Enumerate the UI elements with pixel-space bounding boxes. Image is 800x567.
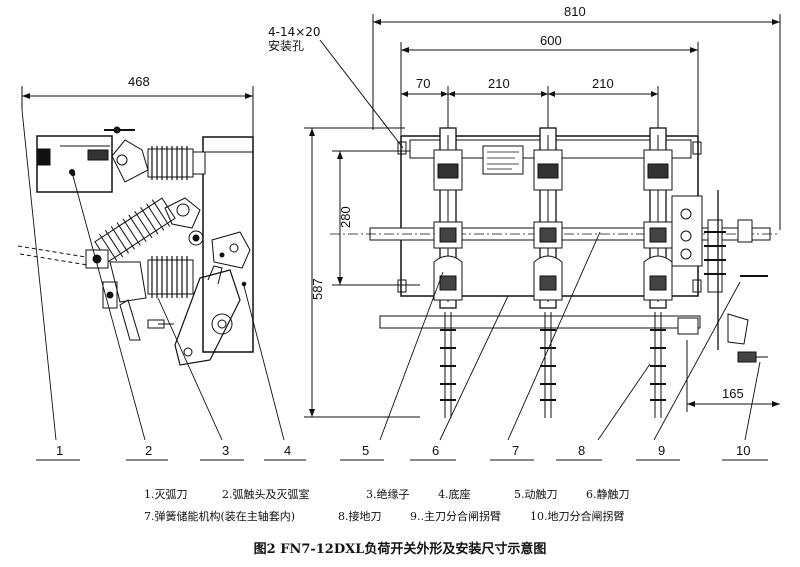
legend-item-7: 7.弹簧储能机构(装在主轴套内) [144, 510, 296, 523]
mount-hole-spec: 4-14×20 [268, 25, 321, 39]
side-view: 468 [17, 74, 254, 366]
legend-item-3: 3.绝缘子 [366, 488, 410, 501]
legend-item-8: 8.接地刀 [338, 510, 382, 523]
callout-2: 2 [145, 443, 152, 458]
pole-right [643, 127, 673, 418]
legend-item-9: 9..主刀分合闸拐臂 [410, 510, 501, 523]
leader-lines [21, 109, 768, 461]
callout-1: 1 [56, 443, 63, 458]
front-view: 810 600 70 210 210 4-14×20 安装孔 587 [268, 4, 781, 418]
dim-587: 587 [310, 278, 325, 300]
callout-8: 8 [578, 443, 585, 458]
callout-4: 4 [284, 443, 291, 458]
legend-item-1: 1.灭弧刀 [144, 488, 188, 501]
dim-165: 165 [722, 386, 744, 401]
legend-item-2: 2.弧触头及灭弧室 [222, 488, 310, 501]
dim-210-left: 210 [488, 76, 510, 91]
dim-280: 280 [338, 206, 353, 228]
dim-600: 600 [540, 33, 562, 48]
callout-6: 6 [432, 443, 439, 458]
callout-7: 7 [512, 443, 519, 458]
callout-numbers: 1 2 3 4 5 6 7 8 9 10 [56, 443, 750, 458]
legend-item-5: 5.动触刀 [514, 488, 558, 501]
dim-210-right: 210 [592, 76, 614, 91]
legend-item-6: 6.静触刀 [586, 488, 630, 501]
dim-70: 70 [416, 76, 430, 91]
legend-item-10: 10.地刀分合闸拐臂 [530, 510, 625, 523]
callout-5: 5 [362, 443, 369, 458]
legend-item-4: 4.底座 [438, 488, 471, 501]
dim-810: 810 [564, 4, 586, 19]
callout-10: 10 [736, 443, 750, 458]
pole-left [433, 127, 463, 418]
dim-468: 468 [128, 74, 150, 89]
callout-9: 9 [658, 443, 665, 458]
callout-3: 3 [222, 443, 229, 458]
mount-hole-label: 安装孔 [268, 38, 304, 53]
operating-mechanism [671, 190, 768, 363]
pole-middle [533, 127, 563, 418]
figure-caption: 图2 FN7-12DXL负荷开关外形及安装尺寸示意图 [253, 542, 547, 557]
